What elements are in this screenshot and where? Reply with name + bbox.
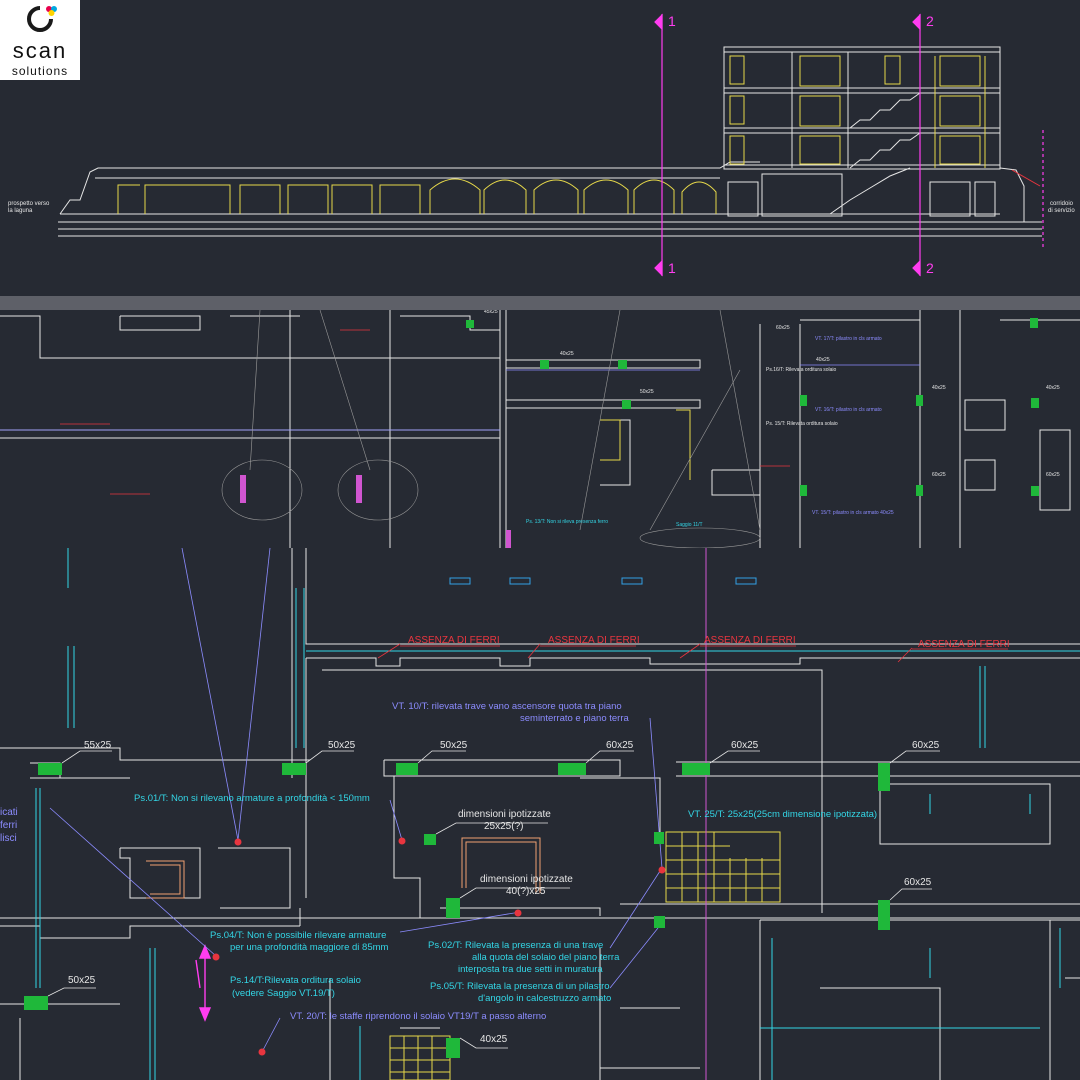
section-marker-2-bottom: 2: [926, 260, 934, 276]
dim-label-60x25-b: 60x25: [731, 740, 759, 751]
absence-label-2: ASSENZA DI FERRI: [548, 635, 640, 646]
note-ps04-line-1: Ps.04/T: Non è possibile rilevare armatu…: [210, 930, 387, 941]
hypo-2-line-1: dimensioni ipotizzate: [480, 874, 573, 885]
ov-note-saggio11: Saggio 11/T: [676, 522, 703, 528]
note-ps02-line-3: interposta tra due setti in muratura: [458, 964, 603, 975]
dim-label-50x25-c: 50x25: [68, 975, 96, 986]
ov-note-ps13: Ps. 13/T: Non si rileva presenza ferro: [526, 519, 608, 525]
scan-solutions-logo: scan solutions: [0, 0, 80, 80]
dim-label-60x25-a: 60x25: [606, 740, 634, 751]
ov-dim-4: 40x25: [816, 357, 830, 363]
note-vt10-line-1: VT. 10/T: rilevata trave vano ascensore …: [392, 701, 622, 712]
note-left-cut-2: ferri: [0, 820, 18, 831]
section-marker-1-top: 1: [668, 13, 676, 29]
note-vt10-line-2: seminterrato e piano terra: [520, 713, 629, 724]
dim-label-60x25-d: 60x25: [904, 877, 932, 888]
building-section-drawing: [58, 13, 1044, 277]
note-ps05-line-1: Ps.05/T: Rilevata la presenza di un pila…: [430, 981, 610, 992]
detail-plan-drawing: [0, 548, 1080, 1080]
note-ps14-line-1: Ps.14/T:Rilevata orditura solaio: [230, 975, 361, 986]
ov-note-ps15: Ps. 15/T: Rilevata orditura solaio: [766, 421, 838, 427]
ov-dim-6: 60x25: [932, 472, 946, 478]
ov-dim-3: 60x25: [776, 325, 790, 331]
right-note-line-2: di servizio: [1048, 208, 1075, 214]
right-note-line-1: corridoio: [1050, 201, 1074, 207]
hypo-1-line-2: 25x25(?): [484, 821, 524, 832]
section-view-panel: 1 1 2 2 prospetto verso la laguna corrid…: [0, 0, 1080, 296]
note-left-cut-1: icati: [0, 807, 18, 818]
note-vt20: VT. 20/T: le staffe riprendono il solaio…: [290, 1011, 547, 1022]
hypo-1-line-1: dimensioni ipotizzate: [458, 809, 551, 820]
dim-label-60x25-c: 60x25: [912, 740, 940, 751]
ov-dim-9: 50x25: [640, 389, 654, 395]
dim-label-40x25: 40x25: [480, 1034, 508, 1045]
ov-dim-1: 45x25: [484, 310, 498, 315]
dim-label-50x25-a: 50x25: [328, 740, 356, 751]
note-ps02-line-2: alla quota del solaio del piano terra: [472, 952, 620, 963]
ov-dim-5: 40x25: [932, 385, 946, 391]
note-left-cut-3: lisci: [0, 833, 17, 844]
note-ps02-line-1: Ps.02/T: Rilevata la presenza di una tra…: [428, 940, 604, 951]
ov-note-ps16: Ps.16/T: Rilevata orditura solaio: [766, 367, 837, 373]
absence-label-4: ASSENZA DI FERRI: [918, 639, 1010, 650]
panel-divider: [0, 296, 1080, 310]
ov-note-vt15: VT. 15/T: pilastro in cls armato 40x25: [812, 510, 894, 516]
ov-dim-8: 60x25: [1046, 472, 1060, 478]
ov-note-vt16: VT. 16/T: pilastro in cls armato: [815, 407, 882, 413]
note-ps05-line-2: d'angolo in calcestruzzo armato: [478, 993, 612, 1004]
ov-dim-2: 40x25: [560, 351, 574, 357]
note-ps04-line-2: per una profondità maggiore di 85mm: [230, 942, 389, 953]
note-vt25: VT. 25/T: 25x25(25cm dimensione ipotizza…: [688, 809, 878, 820]
section-marker-1-bottom: 1: [668, 260, 676, 276]
absence-label-1: ASSENZA DI FERRI: [408, 635, 500, 646]
detail-plan-panel: ASSENZA DI FERRI ASSENZA DI FERRI ASSENZ…: [0, 548, 1080, 1080]
logo-word-solutions: solutions: [11, 64, 69, 78]
section-marker-2-top: 2: [926, 13, 934, 29]
absence-label-3: ASSENZA DI FERRI: [704, 635, 796, 646]
dim-label-50x25-b: 50x25: [440, 740, 468, 751]
hypo-2-line-2: 40(?)x25: [506, 886, 546, 897]
logo-mark-icon: [27, 6, 57, 32]
dim-label-55x25: 55x25: [84, 740, 112, 751]
overview-plan-drawing: [0, 310, 1080, 548]
ov-note-vt17: VT. 17/T: pilastro in cls armato: [815, 336, 882, 342]
note-ps01: Ps.01/T: Non si rilevano armature a prof…: [134, 793, 370, 804]
ov-dim-7: 40x25: [1046, 385, 1060, 391]
left-note-line-1: prospetto verso: [8, 201, 50, 207]
note-ps14-line-2: (vedere Saggio VT.19/T): [232, 988, 335, 999]
overview-plan-panel: 45x25 40x25 60x25 40x25 40x25 60x25 40x2…: [0, 310, 1080, 548]
left-note-line-2: la laguna: [8, 208, 33, 214]
logo-word-scan: scan: [12, 38, 68, 63]
